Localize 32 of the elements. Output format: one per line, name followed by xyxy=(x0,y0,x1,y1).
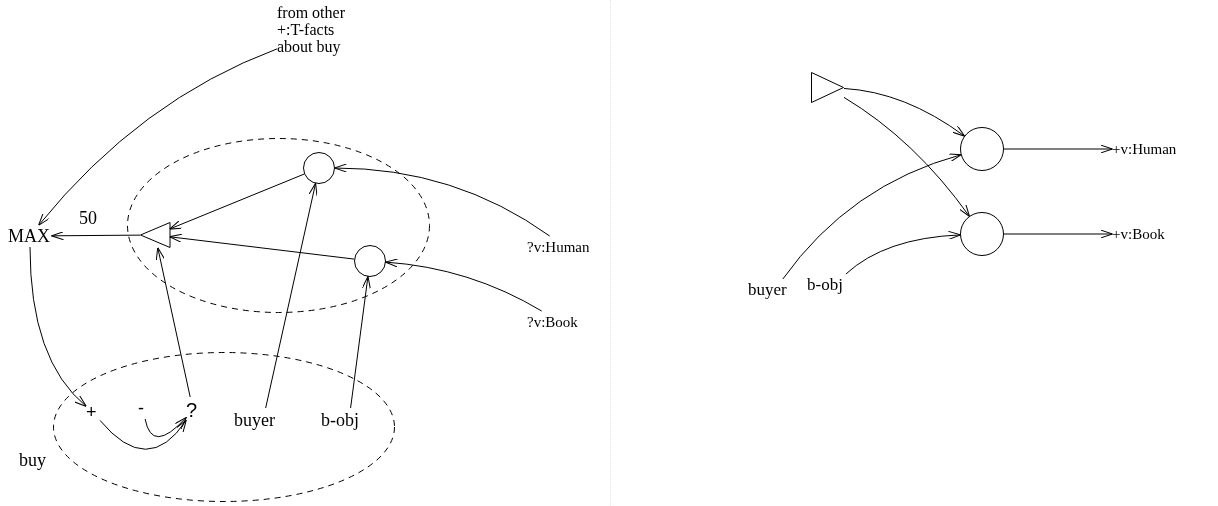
node-text: b-obj xyxy=(807,274,861,296)
node-text: buyer xyxy=(748,279,802,301)
arrow xyxy=(38,48,278,226)
node-text: buyer xyxy=(234,408,292,432)
arrow xyxy=(845,231,961,275)
node-text: +v:Human xyxy=(1112,138,1212,160)
arrow xyxy=(1003,229,1113,239)
arrow xyxy=(843,96,971,217)
arrow xyxy=(51,231,141,241)
arrow xyxy=(99,419,187,450)
arrow xyxy=(155,247,191,398)
node-text: MAX xyxy=(8,225,52,247)
node-text: - xyxy=(138,397,148,419)
arrow xyxy=(144,416,187,438)
node-text: ?v:Human xyxy=(527,236,603,258)
arrow xyxy=(1003,144,1113,154)
arrow xyxy=(169,173,305,230)
arrow xyxy=(843,87,966,137)
node-text: b-obj xyxy=(321,408,377,432)
arrow xyxy=(350,275,371,409)
ellipse-label: buy xyxy=(19,450,46,471)
arrow xyxy=(334,163,551,237)
arrow xyxy=(384,258,543,312)
node-text: +v:Book xyxy=(1112,223,1202,245)
arrow xyxy=(169,233,355,260)
node-text: ? xyxy=(186,397,200,423)
arrow xyxy=(782,153,962,280)
node-text: + xyxy=(86,401,100,423)
node-text: ?v:Book xyxy=(527,311,593,333)
node-text: from other +:T-facts about buy xyxy=(277,4,373,58)
arrow xyxy=(29,246,87,408)
arrow xyxy=(265,182,318,409)
